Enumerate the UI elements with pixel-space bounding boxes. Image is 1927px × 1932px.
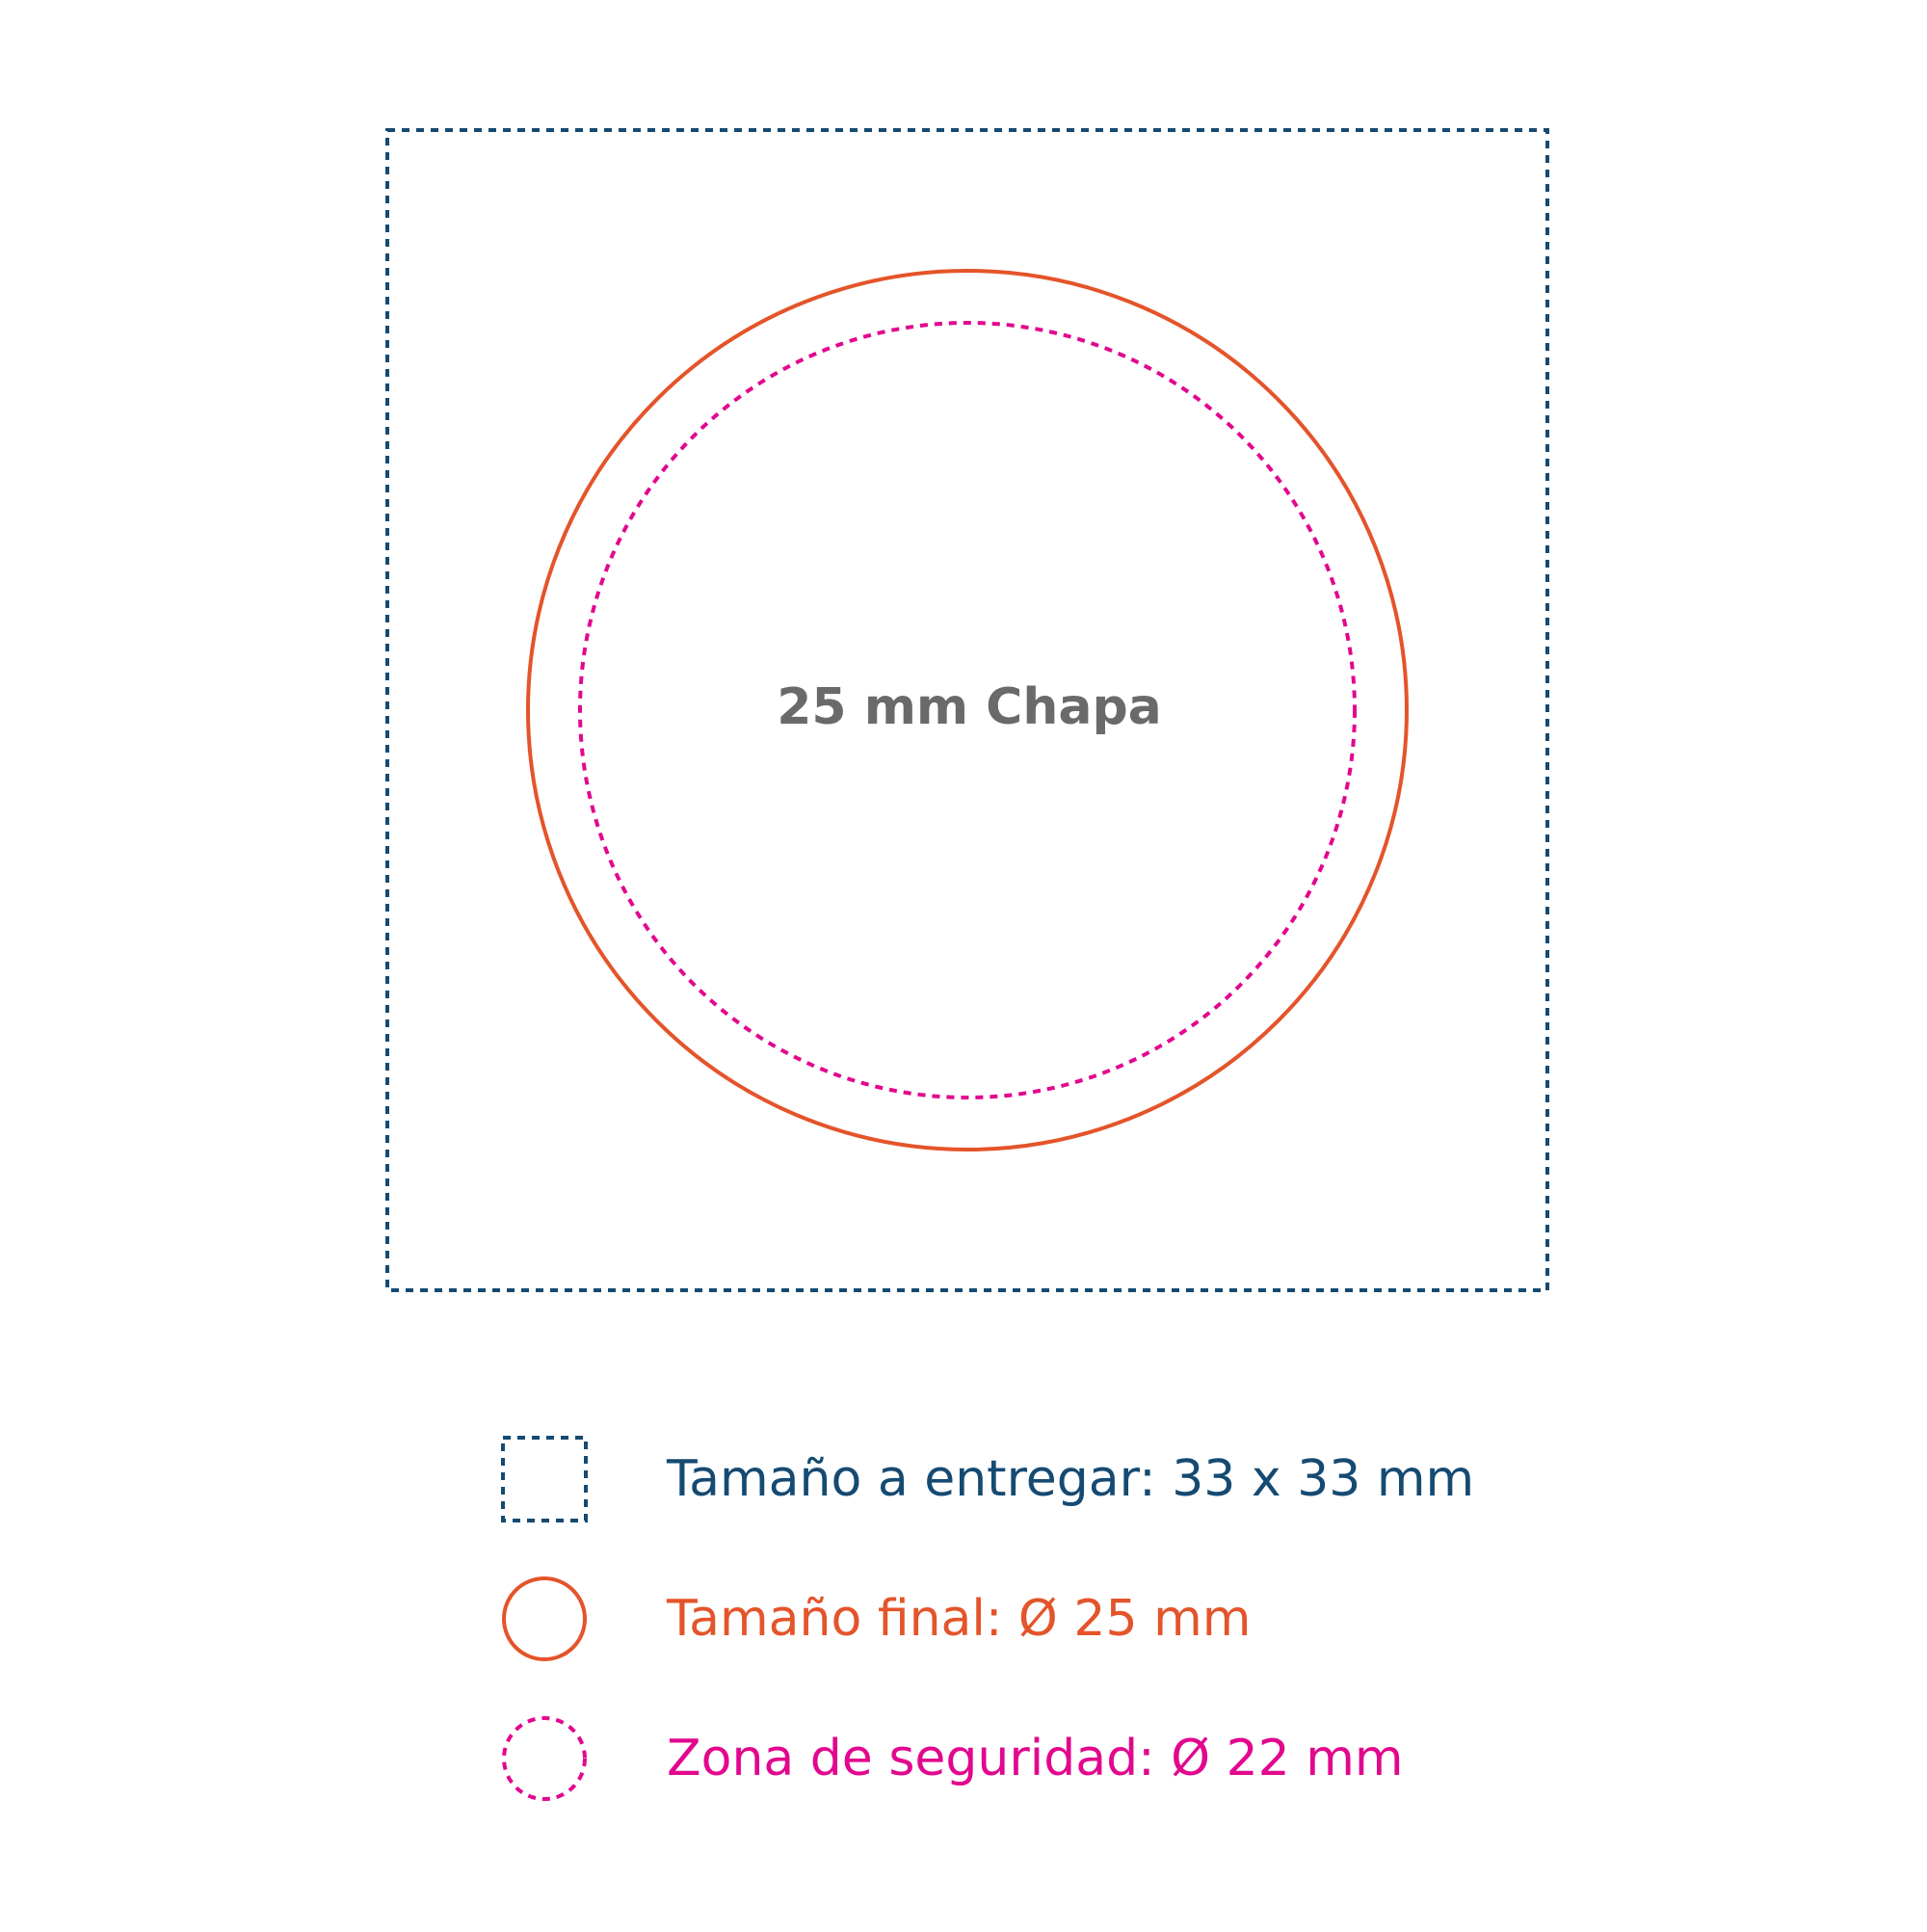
dashed-circle-icon	[502, 1716, 587, 1801]
delivery-size-square	[385, 128, 1549, 1292]
dashed-square-icon	[501, 1436, 588, 1522]
legend-item-final-size: Tamaño final: Ø 25 mm	[501, 1575, 1561, 1715]
legend-item-delivery-size: Tamaño a entregar: 33 x 33 mm	[501, 1436, 1561, 1575]
final-size-circle	[526, 269, 1409, 1151]
safety-zone-circle	[578, 321, 1357, 1099]
legend-label-safety-zone: Zona de seguridad: Ø 22 mm	[667, 1730, 1404, 1787]
legend-item-safety-zone: Zona de seguridad: Ø 22 mm	[501, 1715, 1561, 1855]
legend-label-final-size: Tamaño final: Ø 25 mm	[667, 1590, 1252, 1648]
legend: Tamaño a entregar: 33 x 33 mm Tamaño fin…	[501, 1436, 1561, 1855]
center-label: 25 mm Chapa	[777, 678, 1162, 736]
solid-circle-icon	[502, 1576, 587, 1661]
legend-label-delivery-size: Tamaño a entregar: 33 x 33 mm	[667, 1450, 1475, 1508]
